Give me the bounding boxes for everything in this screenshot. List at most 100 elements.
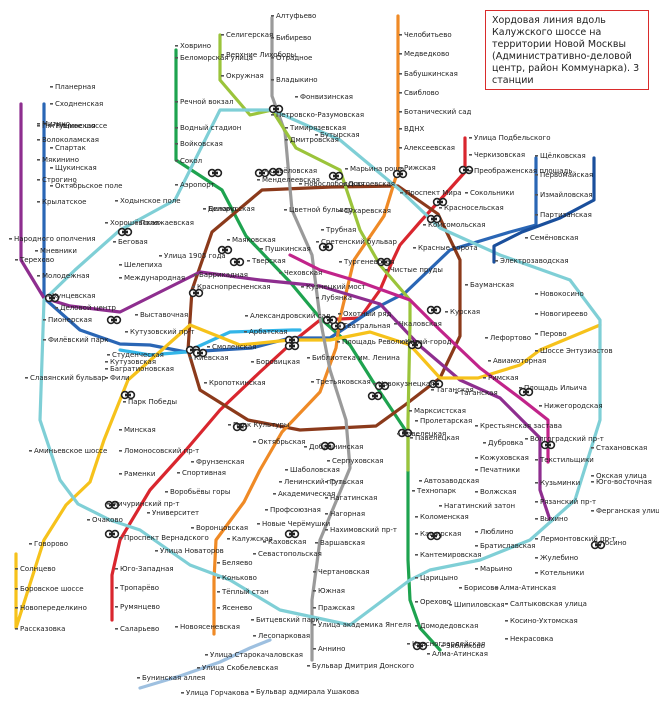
station-label[interactable]: Деловой центр xyxy=(60,304,116,312)
station-label[interactable]: Речной вокзал xyxy=(180,98,233,106)
station-label[interactable]: Таганская xyxy=(459,389,498,397)
transfer-node[interactable] xyxy=(328,171,344,181)
station-label[interactable]: Бульвар Дмитрия Донского xyxy=(312,662,414,670)
station-label[interactable]: Бибирево xyxy=(276,34,311,42)
station-label[interactable]: Владыкино xyxy=(276,76,318,84)
station-label[interactable]: Полежаевская xyxy=(140,219,194,227)
station-label[interactable]: Солнцево xyxy=(20,565,56,573)
transfer-node[interactable] xyxy=(518,387,534,397)
station-label[interactable]: Планерная xyxy=(55,83,95,91)
station-label[interactable]: Лесопарковая xyxy=(258,632,310,640)
transfer-node[interactable] xyxy=(374,381,390,391)
station-label[interactable]: Краснопресненская xyxy=(197,283,271,291)
station-label[interactable]: Курская xyxy=(450,308,480,316)
station-label[interactable]: Савёловская xyxy=(270,167,317,175)
station-label[interactable]: Окская улица xyxy=(596,472,647,480)
station-label[interactable]: Ботанический сад xyxy=(404,108,472,116)
transfer-node[interactable] xyxy=(229,257,245,267)
transfer-node[interactable] xyxy=(120,390,136,400)
station-label[interactable]: Воронцовская xyxy=(196,524,248,532)
station-label[interactable]: Улица 1905 года xyxy=(164,252,226,260)
station-label[interactable]: Парк Победы xyxy=(128,398,177,406)
station-label[interactable]: Комсомольская xyxy=(428,221,485,229)
station-label[interactable]: Ховрино xyxy=(180,42,211,50)
station-label[interactable]: Войковская xyxy=(180,140,223,148)
station-label[interactable]: Волгоградский пр-т xyxy=(530,435,604,443)
transfer-node[interactable] xyxy=(117,227,133,237)
station-label[interactable]: Дубровка xyxy=(488,439,523,447)
station-label[interactable]: Котельники xyxy=(540,569,584,577)
station-label[interactable]: Международная xyxy=(124,274,185,282)
station-label[interactable]: Бауманская xyxy=(470,281,514,289)
station-label[interactable]: Октябрьское поле xyxy=(55,182,122,190)
station-label[interactable]: Аннино xyxy=(318,645,345,653)
station-label[interactable]: Профсоюзная xyxy=(270,506,321,514)
station-label[interactable]: Фонвизинская xyxy=(300,93,353,101)
station-label[interactable]: Орехово xyxy=(420,598,451,606)
station-label[interactable]: Тургеневская xyxy=(343,258,394,266)
transfer-node[interactable] xyxy=(426,305,442,315)
station-label[interactable]: Каховская xyxy=(268,538,306,546)
station-label[interactable]: Салтыковская улица xyxy=(510,600,587,608)
station-label[interactable]: Таганская xyxy=(435,386,474,394)
station-label[interactable]: Электрозаводская xyxy=(500,257,569,265)
transfer-node[interactable] xyxy=(428,379,444,389)
station-label[interactable]: Щёлковская xyxy=(540,152,586,160)
station-label[interactable]: Косино-Ухтомская xyxy=(510,617,578,625)
station-label[interactable]: Добрынинская xyxy=(309,443,363,451)
station-label[interactable]: Киевская xyxy=(194,354,229,362)
station-label[interactable]: Щукинская xyxy=(55,164,97,172)
transfer-node[interactable] xyxy=(268,104,284,114)
transfer-node[interactable] xyxy=(284,529,300,539)
station-label[interactable]: Беломорская улица xyxy=(180,54,253,62)
station-label[interactable]: Шипиловская xyxy=(454,601,505,609)
transfer-node[interactable] xyxy=(540,440,556,450)
station-label[interactable]: Мякинино xyxy=(42,156,79,164)
station-label[interactable]: Митино xyxy=(42,120,70,128)
station-label[interactable]: Шелепиха xyxy=(124,261,162,269)
transfer-node[interactable] xyxy=(590,540,606,550)
station-label[interactable]: Рязанский пр-т xyxy=(540,498,596,506)
station-label[interactable]: Кунцевская xyxy=(52,292,95,300)
station-label[interactable]: Красносельская xyxy=(444,204,504,212)
station-label[interactable]: Пионерская xyxy=(48,316,92,324)
station-label[interactable]: Шаболовская xyxy=(290,466,340,474)
station-label[interactable]: Крестьянская застава xyxy=(480,422,562,430)
station-label[interactable]: Некрасовка xyxy=(510,635,553,643)
station-label[interactable]: Новослободская xyxy=(304,180,365,188)
transfer-node[interactable] xyxy=(426,214,442,224)
station-label[interactable]: Преображенская площадь xyxy=(474,167,573,175)
transfer-node[interactable] xyxy=(432,197,448,207)
station-label[interactable]: Волоколамская xyxy=(42,136,99,144)
station-label[interactable]: Улица Скобелевская xyxy=(202,664,278,672)
station-label[interactable]: Кропоткинская xyxy=(209,379,266,387)
station-label[interactable]: Текстильщики xyxy=(539,456,594,464)
station-label[interactable]: Воробьёвы горы xyxy=(170,488,230,496)
station-label[interactable]: Мневники xyxy=(40,247,77,255)
station-label[interactable]: Ферганская улица xyxy=(596,507,659,515)
station-label[interactable]: Коньково xyxy=(222,574,257,582)
station-label[interactable]: Перово xyxy=(540,330,567,338)
station-label[interactable]: Беговая xyxy=(118,238,148,246)
station-label[interactable]: Ясенево xyxy=(222,604,252,612)
station-label[interactable]: Площадь Революции xyxy=(342,338,419,346)
station-label[interactable]: Кантемировская xyxy=(420,551,481,559)
station-label[interactable]: Чистые пруды xyxy=(390,266,443,274)
station-label[interactable]: Аминьевское шоссе xyxy=(34,447,107,455)
transfer-node[interactable] xyxy=(376,257,392,267)
station-label[interactable]: Студенческая xyxy=(112,351,164,359)
station-label[interactable]: Нахимовский пр-т xyxy=(330,526,397,534)
station-label[interactable]: Улица Горчакова xyxy=(186,689,249,697)
station-label[interactable]: Кожуховская xyxy=(480,454,529,462)
station-label[interactable]: Битцевский парк xyxy=(256,616,320,624)
station-label[interactable]: Библиотека им. Ленина xyxy=(312,354,400,362)
station-label[interactable]: Свиблово xyxy=(404,89,439,97)
transfer-node[interactable] xyxy=(106,315,122,325)
station-label[interactable]: Крылатское xyxy=(42,198,86,206)
station-label[interactable]: Пролетарская xyxy=(420,417,472,425)
station-label[interactable]: Тёплый стан xyxy=(221,588,269,596)
station-label[interactable]: Баррикадная xyxy=(199,271,248,279)
station-label[interactable]: Калужская xyxy=(232,535,273,543)
station-label[interactable]: Бунинская аллея xyxy=(142,674,205,682)
station-label[interactable]: Сокол xyxy=(180,157,202,165)
